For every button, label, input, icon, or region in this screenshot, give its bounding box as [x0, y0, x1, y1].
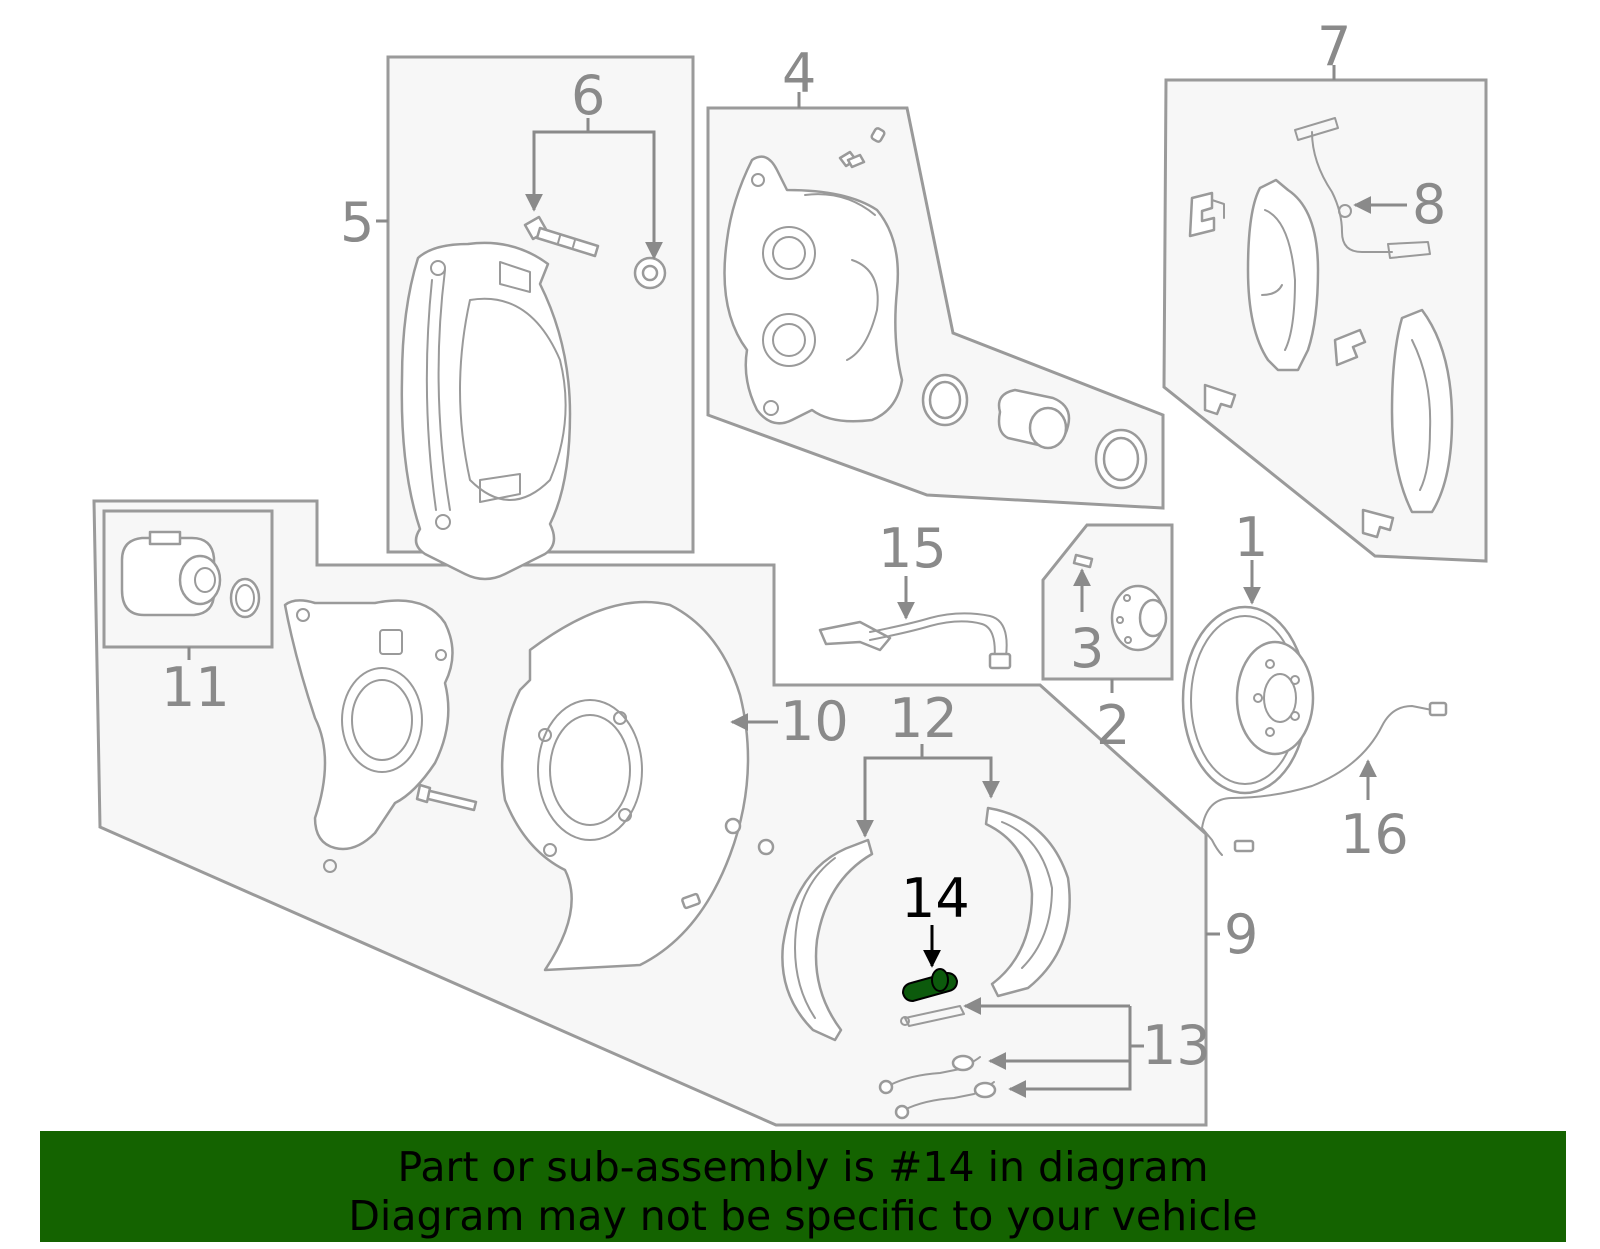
piston	[997, 388, 1071, 450]
footer-part-note: Part or sub-assembly is #14 in diagram	[397, 1143, 1209, 1191]
caliper-bracket	[400, 241, 572, 581]
callout-10: 10	[780, 690, 849, 753]
callout-3: 3	[1070, 617, 1104, 680]
brake-shoe-right	[984, 806, 1071, 998]
callout-14: 14	[901, 867, 970, 930]
wheel-speed-sensor	[1201, 701, 1448, 856]
callout-8: 8	[1412, 173, 1446, 236]
leader-12	[856, 756, 1000, 838]
brake-rotor	[1181, 605, 1315, 795]
bushing	[633, 256, 667, 290]
callout-7: 7	[1317, 15, 1351, 78]
brake-hose	[818, 612, 1012, 670]
callout-13: 13	[1142, 1014, 1211, 1077]
brake-caliper	[723, 155, 904, 425]
footer-banner: Part or sub-assembly is #14 in diagram D…	[40, 1131, 1566, 1242]
wear-sensor	[1294, 117, 1431, 259]
callout-1: 1	[1234, 506, 1268, 569]
leader-13	[1008, 1006, 1132, 1098]
dust-boot	[1094, 428, 1148, 490]
steering-knuckle	[283, 599, 454, 873]
dust-shield	[500, 600, 750, 972]
bleeder-screw	[838, 150, 866, 169]
piston-seal	[921, 373, 969, 427]
parking-brake-actuator	[120, 530, 222, 617]
callout-12: 12	[889, 687, 958, 750]
callout-4: 4	[782, 42, 816, 105]
callout-9: 9	[1224, 903, 1258, 966]
callout-15: 15	[878, 517, 947, 580]
outer-brake-pad	[1390, 308, 1454, 514]
callout-11: 11	[161, 656, 230, 719]
callout-16: 16	[1340, 803, 1409, 866]
pad-clip-middle	[1333, 328, 1367, 367]
spring-lower	[894, 1081, 997, 1120]
leader-6	[525, 130, 663, 260]
pad-clip-bottom	[1361, 508, 1395, 539]
knuckle-bolt	[415, 783, 478, 812]
brake-shoe-left	[781, 838, 874, 1042]
inner-brake-pad	[1246, 178, 1320, 372]
shield-bolt	[681, 817, 775, 910]
spring-middle	[878, 1054, 981, 1095]
wheel-hub	[1110, 584, 1168, 652]
pad-clip-upper	[1188, 191, 1225, 238]
adjuster-part-14	[901, 968, 959, 1003]
wheel-stud	[1072, 553, 1094, 569]
pad-clip-lower	[1203, 383, 1237, 416]
bleeder-cap	[870, 127, 886, 143]
callout-6: 6	[571, 64, 605, 127]
callout-2: 2	[1096, 694, 1130, 757]
actuator-o-ring	[229, 577, 261, 619]
footer-disclaimer: Diagram may not be specific to your vehi…	[348, 1192, 1258, 1240]
callout-5: 5	[340, 191, 374, 254]
